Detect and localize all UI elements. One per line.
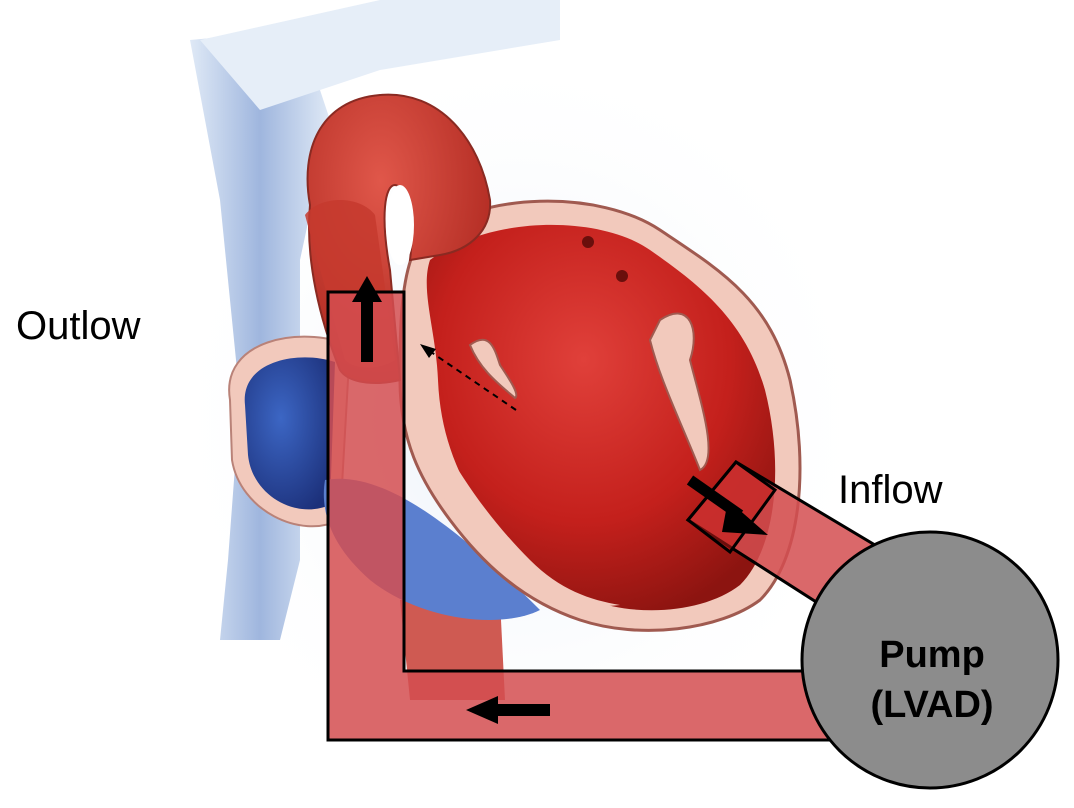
pump-label: Pump (LVAD) — [832, 630, 1032, 730]
pulmonary-vein-opening-1 — [582, 236, 594, 248]
pump-label-line1: Pump — [832, 630, 1032, 680]
pulmonary-vein-opening-2 — [616, 270, 628, 282]
pump-label-line2: (LVAD) — [832, 680, 1032, 730]
outflow-label: Outlow — [16, 304, 141, 349]
inflow-label: Inflow — [838, 468, 943, 513]
aortic-opening — [386, 185, 414, 265]
